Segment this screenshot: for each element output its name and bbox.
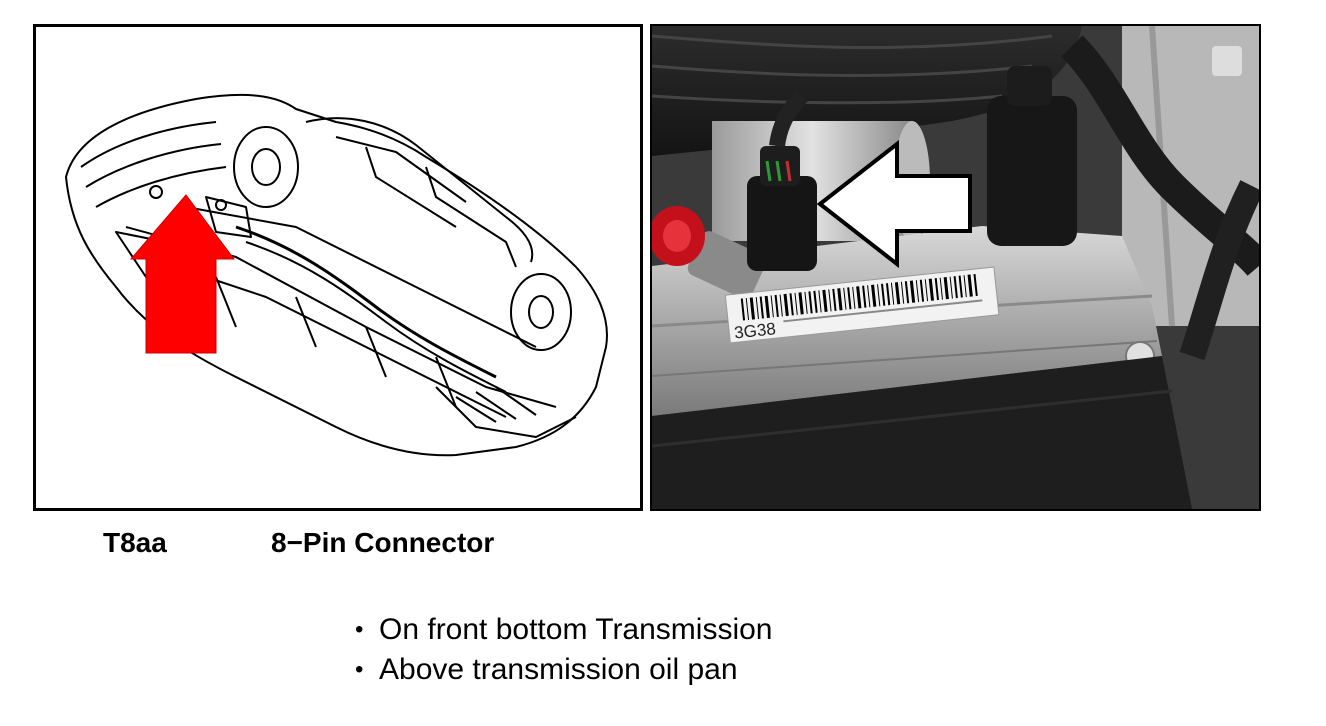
list-item: On front bottom Transmission [355,610,773,650]
barcode-label: 3G38 [724,266,1000,344]
vehicle-underbody-drawing [65,93,608,457]
label-code: 3G38 [733,319,776,342]
vehicle-underbody-illustration [33,24,643,511]
connector-name: 8−Pin Connector [271,527,495,558]
barcode [740,273,983,323]
connector-photo-drawing: 3G38 [652,26,1259,509]
location-list: On front bottom Transmission Above trans… [355,610,773,690]
photo-arrow [816,139,972,269]
connector-id: T8aa [103,527,167,558]
list-item: Above transmission oil pan [355,650,773,690]
connector-location-photo: 3G38 [650,24,1261,511]
locator-arrow [129,194,235,354]
location-item-text: On front bottom Transmission [379,613,773,646]
location-item-text: Above transmission oil pan [379,653,738,686]
